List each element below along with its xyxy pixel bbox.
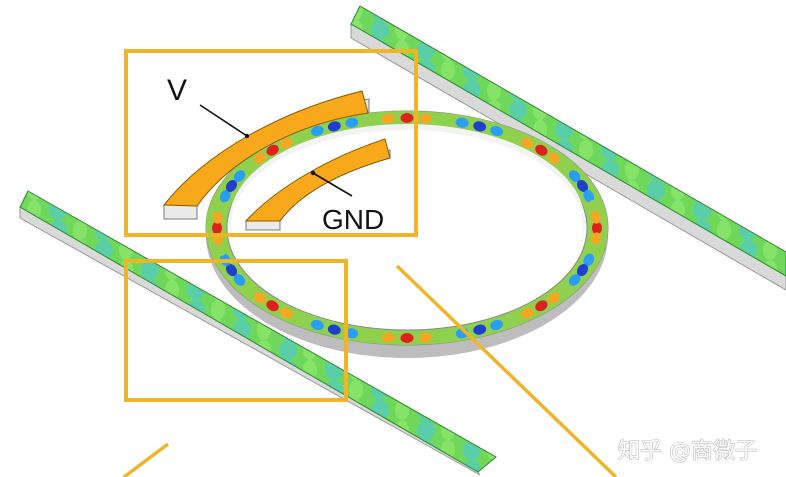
ring-field-spot — [254, 152, 267, 164]
gnd-leader-line — [312, 172, 353, 197]
ring-field-spot — [400, 113, 414, 123]
ring-field-spot — [547, 292, 560, 304]
ring-field-spot — [535, 300, 548, 312]
ring-field-spot — [437, 330, 451, 341]
ring-field-spot — [233, 274, 246, 286]
ring-field-spot — [473, 324, 487, 335]
ring-field-spot — [576, 264, 589, 277]
ring-field-spot — [400, 333, 414, 343]
ring-field-spot — [437, 115, 451, 126]
ring-field-spot — [506, 314, 519, 325]
ring-field-spot — [419, 113, 433, 124]
ring-field-spot — [345, 328, 359, 339]
electrode-gnd — [244, 138, 391, 231]
ring-field-spot — [473, 121, 487, 132]
ring-field-spot — [490, 125, 503, 137]
ring-field-spot — [254, 292, 267, 304]
highlight-box-electrodes — [124, 49, 418, 237]
ring-field-spot — [381, 113, 395, 124]
ring-field-spot — [327, 324, 341, 335]
v-leader-dot — [244, 133, 250, 139]
ring-field-spot — [419, 332, 433, 343]
ring-field-spot — [583, 253, 595, 267]
ring-field-spot — [243, 283, 255, 295]
ring-field-spot — [311, 319, 324, 331]
ring-field-spot — [559, 161, 571, 173]
ring-field-spot — [588, 243, 599, 256]
bus-waveguide-right — [350, 5, 786, 291]
ring-field-spot — [212, 221, 222, 235]
label-v: V — [167, 74, 187, 107]
ring-field-spot — [576, 179, 589, 192]
ring-field-spot — [212, 210, 223, 224]
ring-field-spot — [280, 307, 293, 319]
ring-field-spot — [280, 137, 293, 149]
watermark: 知乎 @商微子 — [618, 439, 757, 464]
ring-field-spot — [521, 137, 534, 149]
ring-resonator — [205, 110, 609, 358]
ring-field-spot — [592, 221, 602, 235]
ring-field-spot — [233, 170, 246, 182]
ring-field-spot — [583, 189, 595, 203]
ring-field-spot — [219, 189, 231, 203]
highlight-box-coupler — [124, 259, 348, 402]
ring-field-spot — [588, 200, 599, 213]
ring-field-spot — [225, 264, 238, 277]
ring-field-spot — [568, 170, 581, 182]
ring-field-spot — [311, 125, 324, 137]
ring-field-spot — [535, 144, 548, 156]
ring-field-spot — [455, 117, 469, 128]
electrode-v — [162, 90, 370, 220]
ring-field-spot — [363, 330, 377, 341]
ring-field-spot — [381, 332, 395, 343]
ring-field-spot — [547, 152, 560, 164]
ring-field-spot — [295, 314, 308, 325]
ring-field-spot — [215, 243, 226, 256]
gnd-leader-dot — [310, 170, 316, 176]
ring-field-spot — [591, 232, 602, 246]
ring-field-spot — [559, 283, 571, 295]
ring-field-spot — [591, 210, 602, 224]
ring-field-spot — [521, 307, 534, 319]
callout-line-left — [122, 442, 170, 477]
ring-field-spot — [266, 144, 279, 156]
ring-field-spot — [363, 115, 377, 126]
ring-field-spot — [490, 319, 503, 331]
label-gnd: GND — [322, 204, 384, 235]
ring-field-spot — [327, 121, 341, 132]
ring-field-spot — [506, 131, 519, 142]
ring-field-spot — [225, 179, 238, 192]
v-leader-line — [199, 104, 248, 137]
ring-field-spot — [568, 274, 581, 286]
ring-field-spot — [243, 161, 255, 173]
ring-field-spot — [345, 117, 359, 128]
callout-line-right — [395, 264, 618, 477]
ring-field-spot — [266, 300, 279, 312]
ring-field-spot — [295, 131, 308, 142]
ring-field-spot — [215, 200, 226, 213]
